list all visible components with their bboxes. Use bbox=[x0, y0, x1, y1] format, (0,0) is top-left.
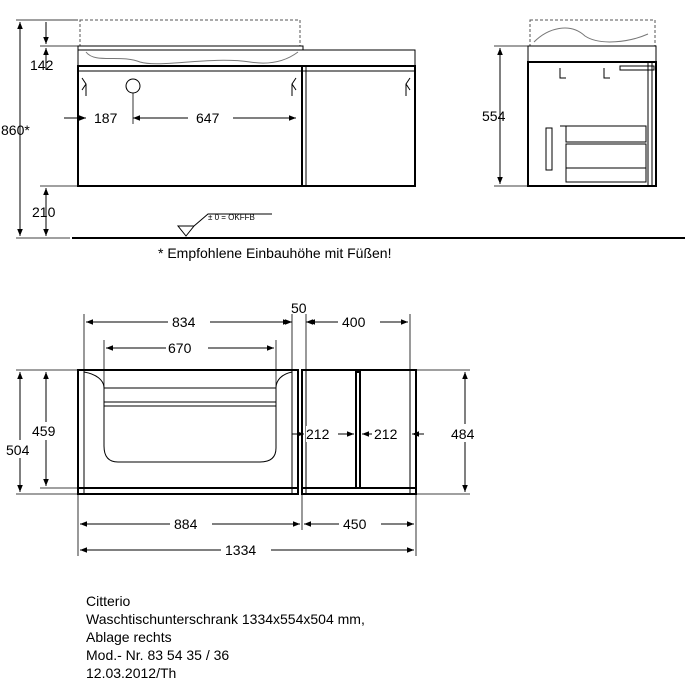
front-countertop bbox=[77, 49, 416, 67]
dim-depth-inner: 459 bbox=[32, 423, 56, 439]
front-bracket-left bbox=[81, 77, 87, 96]
dim-depth-outer: 504 bbox=[6, 442, 30, 458]
dim-shelf-right: 212 bbox=[374, 426, 398, 442]
dim-shelf-outer: 450 bbox=[343, 516, 367, 532]
front-basin-rim bbox=[77, 45, 304, 51]
side-drawer-top bbox=[565, 125, 647, 143]
dim-shelf-outer-bg bbox=[339, 515, 381, 531]
dim-hole-span: 647 bbox=[196, 110, 220, 126]
top-cabinet-front-edge bbox=[77, 487, 299, 495]
side-cabinet-body bbox=[527, 61, 657, 187]
floor-level-symbol bbox=[176, 213, 272, 237]
title-date: 12.03.2012/Th bbox=[86, 665, 177, 681]
side-bracket-a bbox=[559, 68, 566, 79]
front-view: ± 0 = OKFFB 860* 142 210 187 647 bbox=[1, 19, 685, 239]
title-variant: Ablage rechts bbox=[86, 629, 172, 645]
top-shelf-front-edge bbox=[301, 487, 417, 495]
dim-inner-width: 834 bbox=[172, 314, 196, 330]
floor-level-label: ± 0 = OKFFB bbox=[208, 213, 255, 222]
dim-unit-width: 884 bbox=[174, 516, 198, 532]
front-drain-hole bbox=[125, 78, 141, 94]
dim-total-width-bg bbox=[221, 541, 271, 557]
title-block: Citterio Waschtischunterschrank 1334x554… bbox=[86, 592, 365, 682]
top-basin-corner-left bbox=[83, 371, 105, 389]
dim-top: 142 bbox=[30, 57, 54, 73]
title-product-line: Citterio bbox=[86, 593, 131, 609]
dim-basin-width-bg bbox=[166, 339, 208, 355]
title-description: Waschtischunterschrank 1334x554x504 mm, bbox=[86, 611, 365, 627]
dim-total-height: 860* bbox=[1, 122, 30, 138]
installation-note: * Empfohlene Einbauhöhe mit Füßen! bbox=[158, 245, 391, 261]
side-view: 554 bbox=[482, 19, 657, 187]
side-drawer-handle bbox=[545, 127, 553, 171]
side-drawer-bottom bbox=[565, 167, 647, 183]
dim-unit-width-bg bbox=[170, 515, 212, 531]
side-drawer-middle bbox=[565, 143, 647, 169]
top-shelf-divider bbox=[355, 371, 361, 489]
side-rail bbox=[619, 65, 655, 71]
dim-side-height: 554 bbox=[482, 108, 506, 124]
top-view: 834 50 400 670 504 459 212 212 bbox=[4, 300, 485, 558]
side-bracket-b bbox=[603, 68, 610, 79]
dim-gap: 50 bbox=[291, 300, 307, 316]
top-cabinet-body bbox=[77, 369, 299, 495]
dim-shelf-depth: 484 bbox=[451, 426, 475, 442]
dim-depth-inner-bg bbox=[30, 422, 64, 440]
dim-shelf-width-bg bbox=[338, 313, 380, 329]
front-cabinet-body bbox=[77, 65, 416, 187]
top-basin-corner-right bbox=[275, 371, 293, 389]
front-siphon-shape bbox=[85, 51, 299, 65]
side-basin-outline bbox=[529, 19, 656, 47]
dim-shelf-right-bg bbox=[374, 426, 408, 442]
dim-depth-outer-bg bbox=[4, 440, 36, 458]
front-bracket-far-right bbox=[405, 77, 411, 96]
dim-inner-width-bg bbox=[168, 313, 210, 329]
title-model-number: Mod.- Nr. 83 54 35 / 36 bbox=[86, 647, 230, 663]
dim-shelf-left-bg bbox=[306, 426, 338, 442]
dim-left-offset: 187 bbox=[94, 110, 118, 126]
dim-shelf-left: 212 bbox=[306, 426, 330, 442]
side-countertop bbox=[527, 45, 657, 63]
dim-shelf-width: 400 bbox=[342, 314, 366, 330]
top-basin-outline bbox=[103, 387, 277, 463]
dim-feet: 210 bbox=[32, 204, 56, 220]
front-bracket-right bbox=[291, 77, 297, 96]
dim-total-width: 1334 bbox=[225, 542, 256, 558]
side-basin-profile bbox=[533, 27, 649, 43]
dim-basin-width: 670 bbox=[168, 340, 192, 356]
dim-shelf-depth-bg bbox=[449, 424, 485, 442]
front-basin-outline bbox=[79, 19, 301, 47]
